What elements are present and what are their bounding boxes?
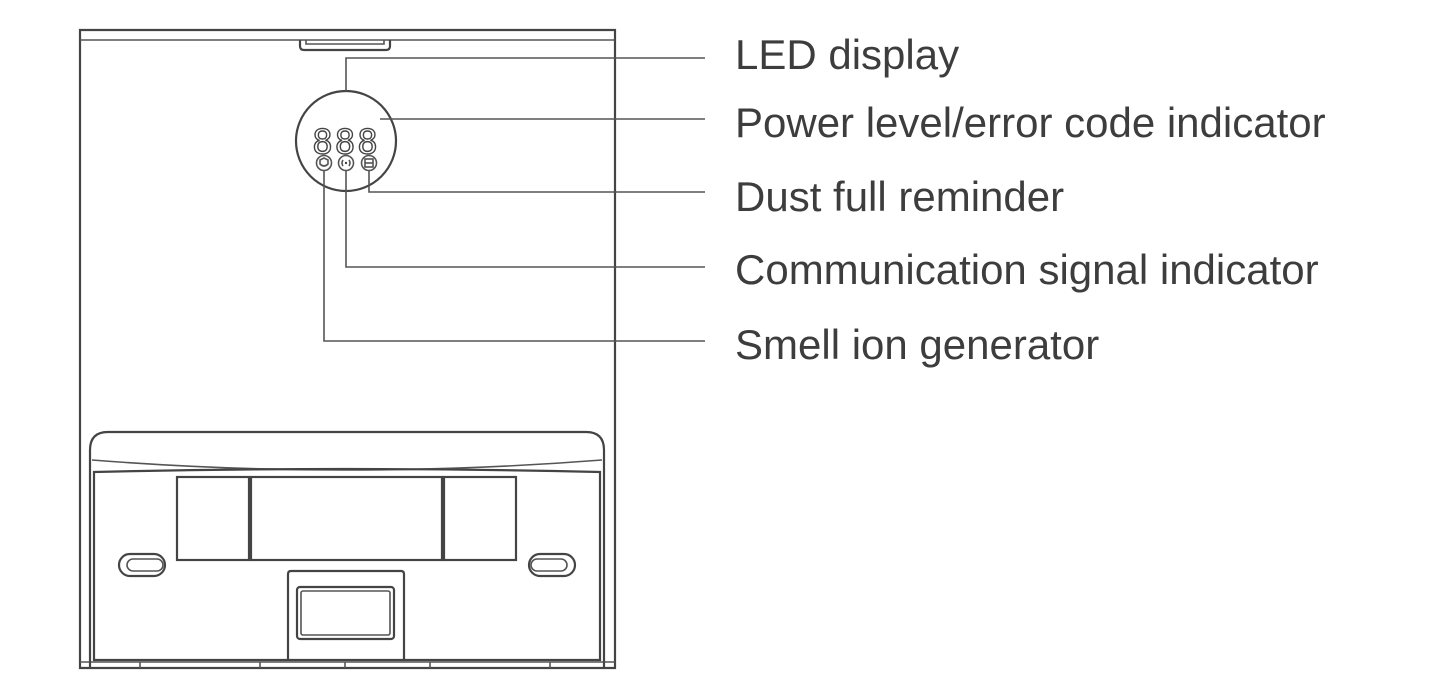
label-signal-indicator: Communication signal indicator xyxy=(735,246,1319,293)
charging-contact-block xyxy=(286,569,406,660)
led-readout: 888 xyxy=(312,123,379,163)
leader-lines xyxy=(323,57,705,342)
label-ion-generator: Smell ion generator xyxy=(735,321,1100,368)
leader-ion-generator xyxy=(323,170,705,342)
label-dust-reminder: Dust full reminder xyxy=(735,173,1065,220)
leader-signal-indicator xyxy=(345,170,705,268)
right-clip-slot xyxy=(527,552,577,578)
leader-led-display xyxy=(345,57,705,91)
label-power-indicator: Power level/error code indicator xyxy=(735,99,1326,146)
shield-check-icon xyxy=(315,154,333,172)
dock-lower-section xyxy=(88,430,606,667)
label-led-display: LED display xyxy=(735,31,960,78)
left-clip-slot xyxy=(117,552,167,578)
station-body xyxy=(78,28,617,670)
leader-dust-reminder xyxy=(368,170,705,193)
